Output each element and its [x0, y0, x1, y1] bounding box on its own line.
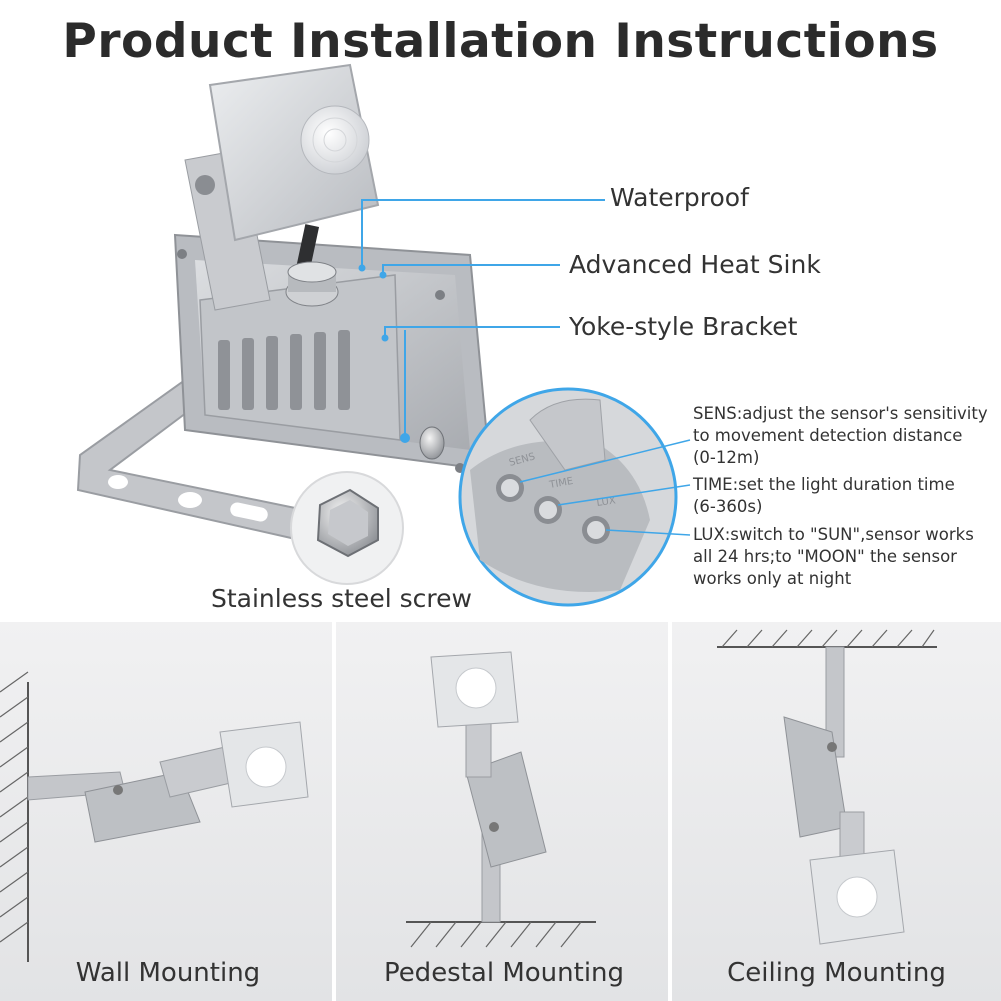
time-description: TIME:set the light duration time (6-360s… [693, 474, 993, 518]
ceiling-mounting-label: Ceiling Mounting [727, 958, 946, 988]
sens-description: SENS:adjust the sensor's sensitivity to … [693, 403, 993, 469]
callout-lines [361, 199, 605, 438]
product-illustration: SENS TIME LUX [76, 63, 691, 607]
screw-closeup [290, 471, 404, 585]
screw-label: Stainless steel screw [211, 584, 472, 613]
wall-mount-illustration [0, 671, 309, 962]
pedestal-mount-illustration [406, 651, 596, 948]
ceiling-mounting-panel [672, 622, 1001, 1001]
time-line-2: (6-360s) [693, 497, 763, 516]
lux-line-1: LUX:switch to "SUN",sensor works [693, 525, 974, 544]
heat-sink-label: Advanced Heat Sink [569, 250, 821, 279]
pir-sensor-head [184, 63, 380, 311]
pedestal-mounting-label: Pedestal Mounting [383, 958, 625, 988]
side-screw [400, 426, 445, 460]
wall-mounting-panel [0, 622, 332, 1001]
lux-line-2: all 24 hrs;to "MOON" the sensor [693, 547, 957, 566]
lux-description: LUX:switch to "SUN",sensor works all 24 … [693, 524, 993, 590]
ceiling-mount-illustration [717, 629, 937, 945]
lamp-housing [173, 233, 492, 473]
cable-gland [285, 224, 339, 307]
page-title: Product Installation Instructions [62, 14, 939, 69]
sens-line-3: (0-12m) [693, 448, 760, 467]
pedestal-mounting-panel [336, 622, 668, 1001]
bracket-label: Yoke-style Bracket [569, 312, 798, 341]
control-knobs-closeup: SENS TIME LUX [458, 387, 691, 607]
sens-line-1: SENS:adjust the sensor's sensitivity [693, 404, 988, 423]
sens-line-2: to movement detection distance [693, 426, 963, 445]
time-line-1: TIME:set the light duration time [693, 475, 955, 494]
wall-mounting-label: Wall Mounting [75, 958, 261, 988]
lux-line-3: works only at night [693, 569, 852, 588]
waterproof-label: Waterproof [610, 183, 749, 212]
knob-label-time: TIME [548, 476, 575, 491]
